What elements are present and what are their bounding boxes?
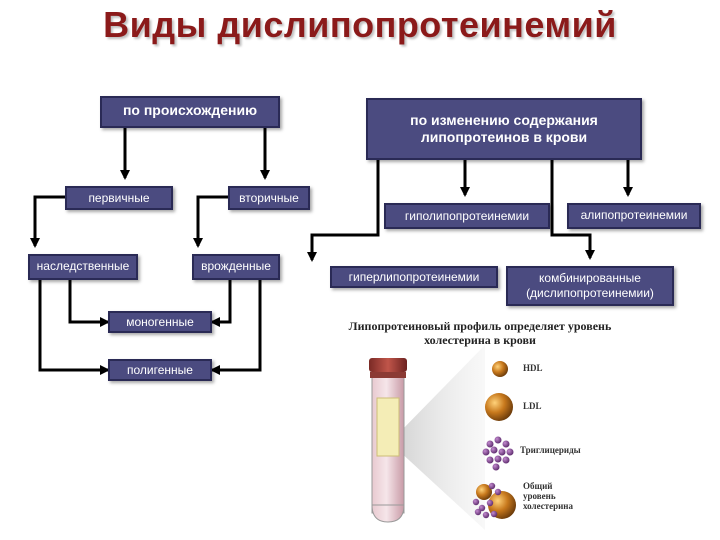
hdl-label: HDL (523, 363, 543, 373)
total-cholesterol-icon (472, 482, 516, 519)
alipo-box: алипопротеинемии (567, 203, 701, 229)
secondary-box: вторичные (228, 186, 310, 210)
origin-box: по происхождению (100, 96, 280, 128)
hyper-box: гиперлипопротеинемии (330, 266, 498, 288)
total-cholesterol-label: Общий уровень холестерина (523, 481, 573, 511)
combined-box: комбинированные (дислипопротеинемии) (506, 266, 674, 306)
page-title: Виды дислипопротеинемий (103, 4, 617, 45)
triglyceride-cluster-icon (482, 436, 514, 471)
polygenic-box: полигенные (108, 359, 212, 381)
illustration-caption: Липопротеиновый профиль определяет урове… (348, 319, 612, 347)
primary-box: первичные (65, 186, 173, 210)
test-tube-icon (369, 358, 407, 523)
congenital-box: врожденные (192, 254, 280, 280)
monogenic-box: моногенные (108, 311, 212, 333)
change-box: по изменению содержания липопротеинов в … (366, 98, 642, 160)
hereditary-box: наследственные (28, 254, 138, 280)
hdl-particle-icon (492, 361, 508, 377)
triglycerides-label: Триглицериды (520, 445, 581, 455)
highlight-beam (398, 345, 485, 530)
ldl-particle-icon (485, 393, 513, 421)
ldl-label: LDL (523, 401, 542, 411)
hypo-box: гиполипопротеинемии (384, 203, 550, 229)
